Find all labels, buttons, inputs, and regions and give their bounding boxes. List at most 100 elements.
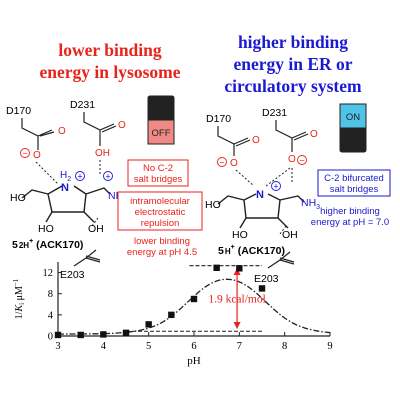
left-pyrrolidine-ring bbox=[21, 185, 111, 223]
left-box-repulsion-line-1: intramolecular bbox=[130, 196, 190, 207]
left-panel: D170 D231 O O − O OH bbox=[6, 95, 203, 281]
right-d170-label: D170 bbox=[206, 113, 231, 125]
x-tick-label: 9 bbox=[327, 341, 332, 352]
left-ho-label: HO bbox=[10, 192, 26, 204]
left-d170-charge-circle bbox=[20, 148, 30, 158]
left-box-no-c2 bbox=[127, 159, 189, 187]
binding-chart: 3 4 5 6 7 8 9 0 4 8 12 1.9 kcal/mol pH 1/Ki μM−1 bbox=[12, 262, 333, 367]
left-nh3-charge-circle bbox=[103, 171, 113, 181]
left-compound-label: 52H+(ACK170) bbox=[12, 238, 83, 251]
x-tick-label: 7 bbox=[237, 341, 242, 352]
chart-energy-label: 1.9 kcal/mol bbox=[208, 293, 266, 305]
right-d170-carboxylate bbox=[217, 126, 251, 156]
right-box-bifurcated bbox=[317, 169, 391, 197]
right-nh3-label: NH3 bbox=[301, 197, 320, 211]
left-ho-bottom-label: HO bbox=[38, 223, 54, 235]
y-tick-label: 4 bbox=[48, 310, 54, 321]
left-ring-plus: + bbox=[77, 172, 82, 182]
left-box-repulsion bbox=[117, 191, 203, 231]
right-switch-label: ON bbox=[346, 112, 360, 123]
left-nh3-plus: + bbox=[105, 172, 110, 182]
data-point bbox=[168, 311, 175, 319]
left-d170-carboxylate bbox=[21, 118, 55, 158]
data-point bbox=[258, 285, 266, 292]
data-point bbox=[190, 295, 198, 303]
chart-points bbox=[54, 264, 266, 339]
y-tick-label: 12 bbox=[43, 268, 54, 279]
right-hbond-lines bbox=[235, 167, 293, 235]
left-ring-charge-circle bbox=[75, 171, 85, 181]
right-ho-label: HO bbox=[205, 199, 221, 211]
left-oh-bottom-label: OH bbox=[88, 223, 104, 235]
left-d231-oxygen: O bbox=[118, 120, 126, 131]
left-e203-label: E203 bbox=[60, 269, 85, 281]
left-d170-oxygen-2: O bbox=[58, 126, 66, 137]
headline-left-line-2: energy in lysosome bbox=[40, 62, 181, 82]
headline-right-line-1: higher binding bbox=[238, 32, 348, 52]
right-note-line-2: energy at pH = 7.0 bbox=[311, 217, 389, 228]
right-compound-label: 5H+(ACK170) bbox=[218, 244, 285, 257]
left-d231-acid bbox=[83, 112, 117, 146]
data-point bbox=[122, 329, 130, 337]
data-point bbox=[236, 265, 243, 272]
right-panel: D170 D231 O O − O O − bbox=[205, 103, 391, 285]
right-d170-oxygen: O bbox=[252, 135, 260, 146]
left-box-repulsion-line-3: repulsion bbox=[141, 218, 180, 229]
data-point bbox=[100, 331, 107, 338]
right-d231-charge-circle bbox=[297, 155, 307, 165]
data-point bbox=[54, 331, 62, 339]
right-oh-bottom-label: OH bbox=[282, 229, 298, 241]
right-switch: ON bbox=[339, 103, 367, 153]
right-d231-label: D231 bbox=[262, 107, 287, 119]
right-d170-charge-circle bbox=[217, 157, 227, 167]
chart-fit-curve bbox=[58, 278, 331, 335]
x-tick-label: 6 bbox=[191, 341, 196, 352]
right-ring-nitrogen: N bbox=[256, 189, 264, 201]
right-e203-label: E203 bbox=[254, 273, 279, 285]
chart-y-ticks: 0 4 8 12 bbox=[43, 268, 62, 343]
right-box-line-1: C-2 bifurcated bbox=[324, 173, 384, 184]
right-ho-bottom-label: HO bbox=[232, 229, 248, 241]
y-tick-label: 8 bbox=[48, 289, 53, 300]
chart-x-label: pH bbox=[187, 355, 201, 367]
left-box-no-c2-line-1: No C-2 bbox=[143, 163, 173, 174]
right-ring-charge-circle bbox=[271, 181, 281, 191]
left-ring-nitrogen: N bbox=[61, 182, 69, 194]
left-d170-label: D170 bbox=[6, 105, 31, 117]
right-e203-carboxylate bbox=[267, 251, 295, 269]
right-pyrrolidine-ring bbox=[217, 193, 305, 229]
right-d231-oxygen-2: O bbox=[288, 154, 296, 165]
chart-y-label: 1/Ki μM−1 bbox=[12, 278, 26, 319]
headline-right-line-2: energy in ER or bbox=[233, 54, 352, 74]
headline-left-line-1: lower binding bbox=[58, 40, 161, 60]
left-switch: OFF bbox=[147, 95, 175, 145]
right-d170-oxygen-2: O bbox=[230, 158, 238, 169]
left-e203-carboxylate bbox=[73, 249, 101, 267]
x-tick-label: 8 bbox=[282, 341, 287, 352]
left-d231-label: D231 bbox=[70, 99, 95, 111]
headline-right-line-3: circulatory system bbox=[224, 76, 362, 96]
chart-x-ticks: 3 4 5 6 7 8 9 bbox=[55, 332, 333, 352]
left-ring-hydrogen: H2 bbox=[60, 170, 71, 183]
right-d231-carboxylate bbox=[275, 120, 309, 152]
left-d170-minus: − bbox=[22, 149, 27, 159]
left-d231-oh: OH bbox=[95, 148, 110, 159]
left-switch-label: OFF bbox=[152, 128, 171, 139]
data-point bbox=[213, 264, 220, 272]
x-tick-label: 4 bbox=[101, 341, 107, 352]
left-d170-oxygen: O bbox=[33, 150, 41, 161]
y-tick-label: 0 bbox=[48, 332, 53, 343]
x-tick-label: 3 bbox=[55, 341, 60, 352]
right-note-line-1: higher binding bbox=[320, 206, 380, 217]
data-point bbox=[145, 321, 152, 328]
right-d231-minus: − bbox=[299, 156, 304, 166]
x-tick-label: 5 bbox=[146, 341, 151, 352]
right-box-line-2: salt bridges bbox=[330, 184, 379, 195]
left-note-line-1: lower binding bbox=[134, 236, 190, 247]
left-hbond-lines bbox=[35, 160, 101, 227]
data-point bbox=[77, 331, 84, 339]
right-ring-plus: + bbox=[273, 182, 278, 192]
left-note-line-2: energy at pH 4.5 bbox=[127, 247, 197, 258]
